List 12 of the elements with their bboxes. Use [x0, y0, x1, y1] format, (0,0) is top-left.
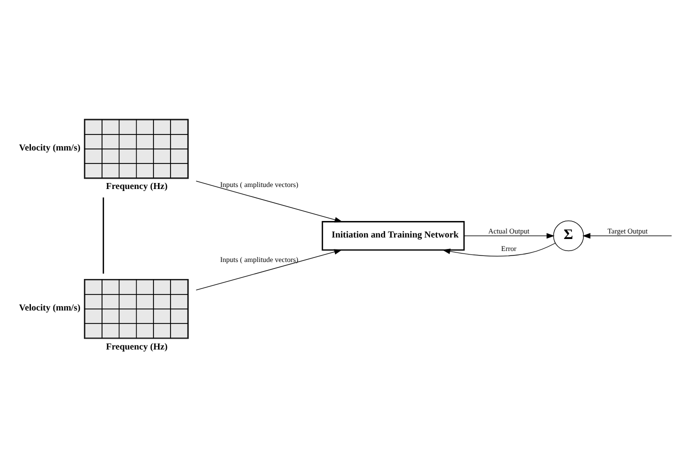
- node-box: Initiation and Training Network: [322, 221, 465, 251]
- connector: [102, 197, 104, 274]
- node-label: Velocity (mm/s): [19, 142, 80, 153]
- arrow: [196, 180, 343, 222]
- node-label: Frequency (Hz): [106, 341, 168, 352]
- arrow: [442, 242, 556, 256]
- arrow: [582, 233, 672, 239]
- arrow: [196, 249, 342, 290]
- node-label: Frequency (Hz): [106, 181, 168, 192]
- arrow: [464, 233, 555, 239]
- node-label: Velocity (mm/s): [19, 302, 80, 313]
- node-circle: Σ: [553, 220, 584, 252]
